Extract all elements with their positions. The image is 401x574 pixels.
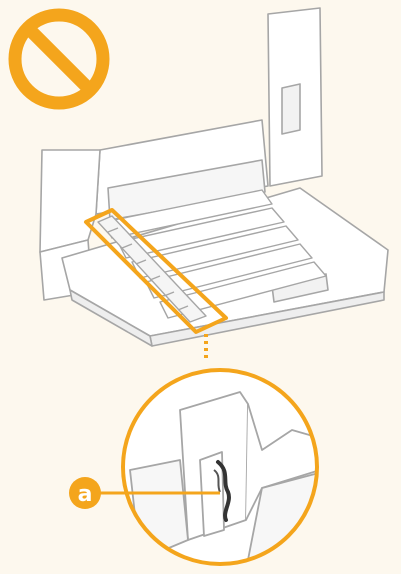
- magnified-detail: [121, 368, 319, 566]
- callout-a: a: [69, 477, 220, 509]
- prohibition-icon: [8, 8, 110, 110]
- highlight-frame: [84, 208, 228, 362]
- toner-cartridges: [97, 189, 327, 323]
- callout-label: a: [78, 482, 93, 507]
